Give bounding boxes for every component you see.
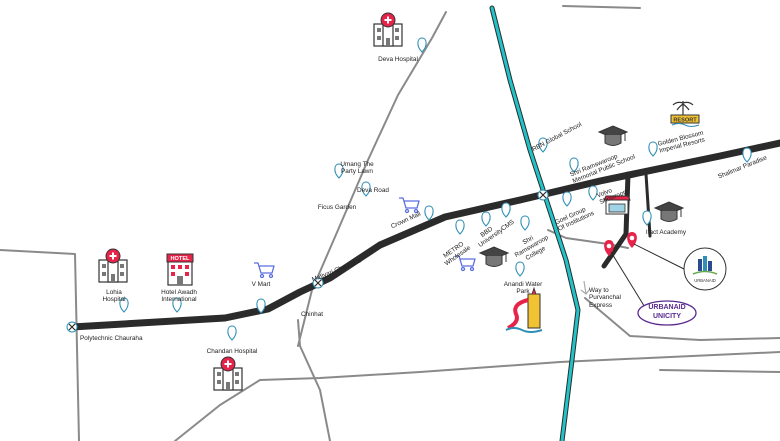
resort-sign-text: RESORT	[673, 117, 697, 123]
label-deva: Deva Hospital	[378, 56, 418, 63]
label-lohia: Lohia Hospital	[102, 289, 126, 304]
hospital-icon	[213, 356, 243, 391]
direction-arrow-icon	[580, 280, 591, 295]
shopping-cart-icon	[455, 255, 476, 272]
label-anandi: Anandi Water Park	[503, 281, 543, 296]
location-pin-icon[interactable]	[417, 37, 427, 53]
hotel-icon: HOTEL	[166, 253, 194, 286]
label-awadh: Hotel Awadh International	[161, 289, 197, 304]
label-ifact: Ifact Academy	[645, 229, 687, 236]
hotel-sign-text: HOTEL	[171, 256, 191, 262]
location-pin-icon[interactable]	[562, 191, 572, 207]
road-left-rect	[0, 249, 80, 441]
location-pin-icon[interactable]	[172, 297, 182, 313]
location-pin-icon[interactable]	[256, 298, 266, 314]
label-purvanchal: Way to Purvanchal Express	[589, 287, 621, 309]
location-pin-icon[interactable]	[742, 147, 752, 163]
location-pin-icon[interactable]	[455, 219, 465, 235]
resort-icon: RESORT	[670, 101, 700, 127]
logo-icon[interactable]: URBANAID	[683, 247, 727, 291]
highway-spur	[601, 171, 631, 269]
label-umang: Umang The Party Lawn	[340, 161, 374, 176]
lower-right-road	[584, 297, 780, 341]
hospital-icon	[98, 248, 128, 283]
shopping-cart-icon	[254, 262, 275, 279]
showroom-icon	[603, 195, 631, 215]
logo-text: URBANAID	[694, 278, 716, 283]
graduation-cap-icon	[478, 246, 510, 267]
graduation-cap-icon	[653, 201, 685, 222]
location-pin-icon[interactable]	[481, 211, 491, 227]
bottom-road	[174, 351, 780, 441]
highway	[68, 139, 780, 331]
metro-line-inner	[490, 6, 580, 441]
label-chinhat: Chinhat	[301, 311, 324, 318]
location-pin-icon[interactable]	[642, 210, 652, 226]
location-pin-icon[interactable]	[424, 205, 434, 221]
location-pin-icon[interactable]	[501, 202, 511, 218]
location-pin-icon[interactable]	[588, 185, 598, 201]
location-pin-icon[interactable]	[520, 215, 530, 231]
location-pin-icon[interactable]	[119, 297, 129, 313]
highway-spur-2	[644, 172, 652, 238]
brand-oval[interactable]	[637, 300, 697, 326]
location-pin-icon[interactable]	[648, 141, 658, 157]
label-ficus: Ficus Garden	[317, 204, 357, 211]
label-devaroad: Deva Road	[357, 187, 389, 194]
hospital-icon	[373, 12, 403, 47]
far-right-road	[659, 369, 780, 373]
label-vmart: V Mart	[251, 281, 271, 288]
location-pin-icon[interactable]	[334, 163, 344, 179]
water-park-icon	[505, 286, 543, 333]
location-pin-icon[interactable]	[515, 261, 525, 277]
marker-icon[interactable]	[627, 232, 637, 248]
label-polytechnic: Polytechnic Chauraha	[80, 335, 143, 342]
location-pin-icon[interactable]	[569, 157, 579, 173]
label-chandan: Chandan Hospital	[206, 348, 258, 355]
location-pin-icon[interactable]	[227, 325, 237, 341]
chinhat-road	[297, 319, 331, 441]
location-pin-icon[interactable]	[538, 137, 548, 153]
graduation-cap-icon	[597, 125, 629, 146]
label-unicity: URBANAID UNICITY	[648, 304, 686, 320]
top-right-road	[562, 5, 641, 9]
location-pin-icon[interactable]	[361, 181, 371, 197]
shopping-cart-icon	[399, 197, 420, 214]
